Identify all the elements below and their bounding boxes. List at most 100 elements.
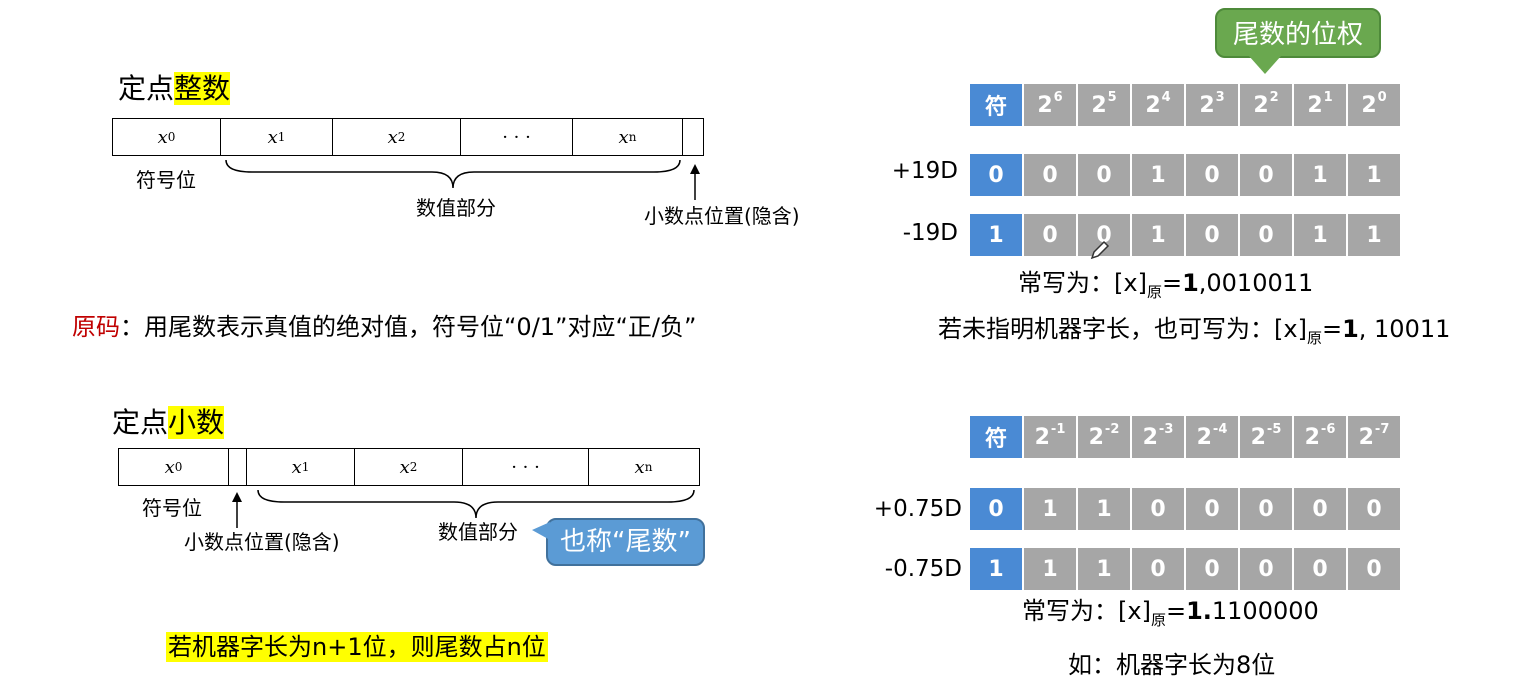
note-prefix: 常写为：	[1022, 597, 1118, 625]
frac-header-weight: 2-4	[1186, 416, 1238, 458]
original-code-definition: 原码：用尾数表示真值的绝对值，符号位“0/1”对应“正/负”	[72, 312, 696, 342]
int-sign-label: 符号位	[136, 168, 196, 192]
int-cell-dots: · · ·	[461, 119, 573, 155]
bit-cell: 1	[1024, 548, 1076, 590]
word-length-note: 如：机器字长为8位	[1068, 651, 1276, 679]
int-cell-point	[683, 119, 702, 155]
bit-cell: 1	[970, 548, 1022, 590]
pen-cursor-icon	[1090, 240, 1110, 260]
frac-row-negative: 1 1 1 0 0 0 0 0	[970, 548, 1402, 590]
note-x: [x]	[1274, 315, 1307, 343]
frac-note-common: 常写为：[x]原=1.1100000	[1022, 596, 1319, 635]
bit-cell: 1	[1348, 154, 1400, 196]
note-x: [x]	[1114, 269, 1147, 297]
frac-header-weight: 2-6	[1294, 416, 1346, 458]
bit-cell: 1	[970, 214, 1022, 256]
mantissa-callout: 也称“尾数”	[546, 518, 705, 566]
bit-cell: 0	[1024, 154, 1076, 196]
int-title: 定点整数	[118, 72, 231, 106]
bit-cell: 0	[1186, 548, 1238, 590]
int-point-label: 小数点位置(隐含)	[644, 204, 800, 228]
frac-header-weight: 2-1	[1024, 416, 1076, 458]
frac-header-weight: 2-2	[1078, 416, 1130, 458]
int-row-negative: 1 0 0 1 0 0 1 1	[970, 214, 1402, 256]
int-row-positive: 0 0 0 1 0 0 1 1	[970, 154, 1402, 196]
int-title-plain: 定点	[118, 72, 175, 105]
bit-cell: 0	[1294, 488, 1346, 530]
frac-sign-label: 符号位	[142, 496, 202, 520]
int-row-label: -19D	[902, 220, 958, 246]
int-title-highlight: 整数	[174, 72, 231, 105]
frac-row-label: +0.75D	[873, 496, 962, 522]
int-note-short: 若未指明机器字长，也可写为：[x]原=1, 10011	[938, 314, 1450, 353]
bit-cell: 1	[1294, 214, 1346, 256]
int-value-brace	[225, 159, 681, 189]
note-sign-bit: 1	[1342, 315, 1359, 343]
frac-value-brace	[257, 489, 695, 519]
mantissa-callout-pointer-icon	[532, 522, 550, 540]
frac-header-sign: 符	[970, 416, 1022, 458]
frac-weight-header: 符 2-1 2-2 2-3 2-4 2-5 2-6 2-7	[970, 416, 1402, 458]
int-row-label: +19D	[891, 158, 958, 184]
note-sign-bit: 1	[1182, 269, 1199, 297]
bit-cell: 0	[1240, 548, 1292, 590]
bit-cell: 0	[1078, 214, 1130, 256]
frac-point-arrow-icon	[232, 492, 242, 528]
bit-cell: 1	[1132, 214, 1184, 256]
bit-cell: 0	[1186, 488, 1238, 530]
original-code-term: 原码	[72, 313, 120, 341]
weight-callout: 尾数的位权	[1215, 8, 1382, 58]
bit-cell: 1	[1078, 548, 1130, 590]
int-header-sign: 符	[970, 84, 1022, 126]
frac-header-weight: 2-5	[1240, 416, 1292, 458]
bit-cell: 0	[1132, 548, 1184, 590]
note-eq: =	[1161, 269, 1183, 297]
note-x: [x]	[1118, 597, 1151, 625]
frac-title-highlight: 小数	[168, 406, 225, 439]
int-note-common: 常写为：[x]原=1,0010011	[1018, 268, 1313, 307]
frac-cell-point	[229, 449, 247, 485]
bit-cell: 1	[1024, 488, 1076, 530]
frac-cell-dots: · · ·	[463, 449, 589, 485]
note-sub: 原	[1150, 610, 1166, 629]
frac-row-label: -0.75D	[884, 556, 962, 582]
bit-cell: 1	[1348, 214, 1400, 256]
original-code-desc: ：用尾数表示真值的绝对值，符号位“0/1”对应“正/负”	[120, 313, 697, 341]
frac-value-label: 数值部分	[438, 520, 518, 544]
frac-point-label: 小数点位置(隐含)	[184, 530, 340, 554]
bit-cell: 0	[1240, 488, 1292, 530]
bit-cell: 0	[1348, 548, 1400, 590]
bit-cell: 0	[1132, 488, 1184, 530]
bit-cell: 0	[970, 488, 1022, 530]
note-prefix: 常写为：	[1018, 269, 1114, 297]
bit-cell: 0	[1294, 548, 1346, 590]
note-sub: 原	[1146, 282, 1162, 301]
int-value-label: 数值部分	[416, 196, 496, 220]
bit-cell: 1	[1294, 154, 1346, 196]
frac-row-positive: 0 1 1 0 0 0 0 0	[970, 488, 1402, 530]
note-rest: 1100000	[1211, 597, 1319, 625]
note-rest: ,0010011	[1198, 269, 1314, 297]
bit-cell: 0	[1348, 488, 1400, 530]
bit-cell: 0	[1240, 154, 1292, 196]
int-point-arrow-icon	[690, 164, 700, 200]
note-rest: , 10011	[1358, 315, 1451, 343]
bit-cell: 0	[1186, 154, 1238, 196]
note-eq: =	[1165, 597, 1187, 625]
bit-cell: 1	[1078, 488, 1130, 530]
bit-cell: 1	[1132, 154, 1184, 196]
